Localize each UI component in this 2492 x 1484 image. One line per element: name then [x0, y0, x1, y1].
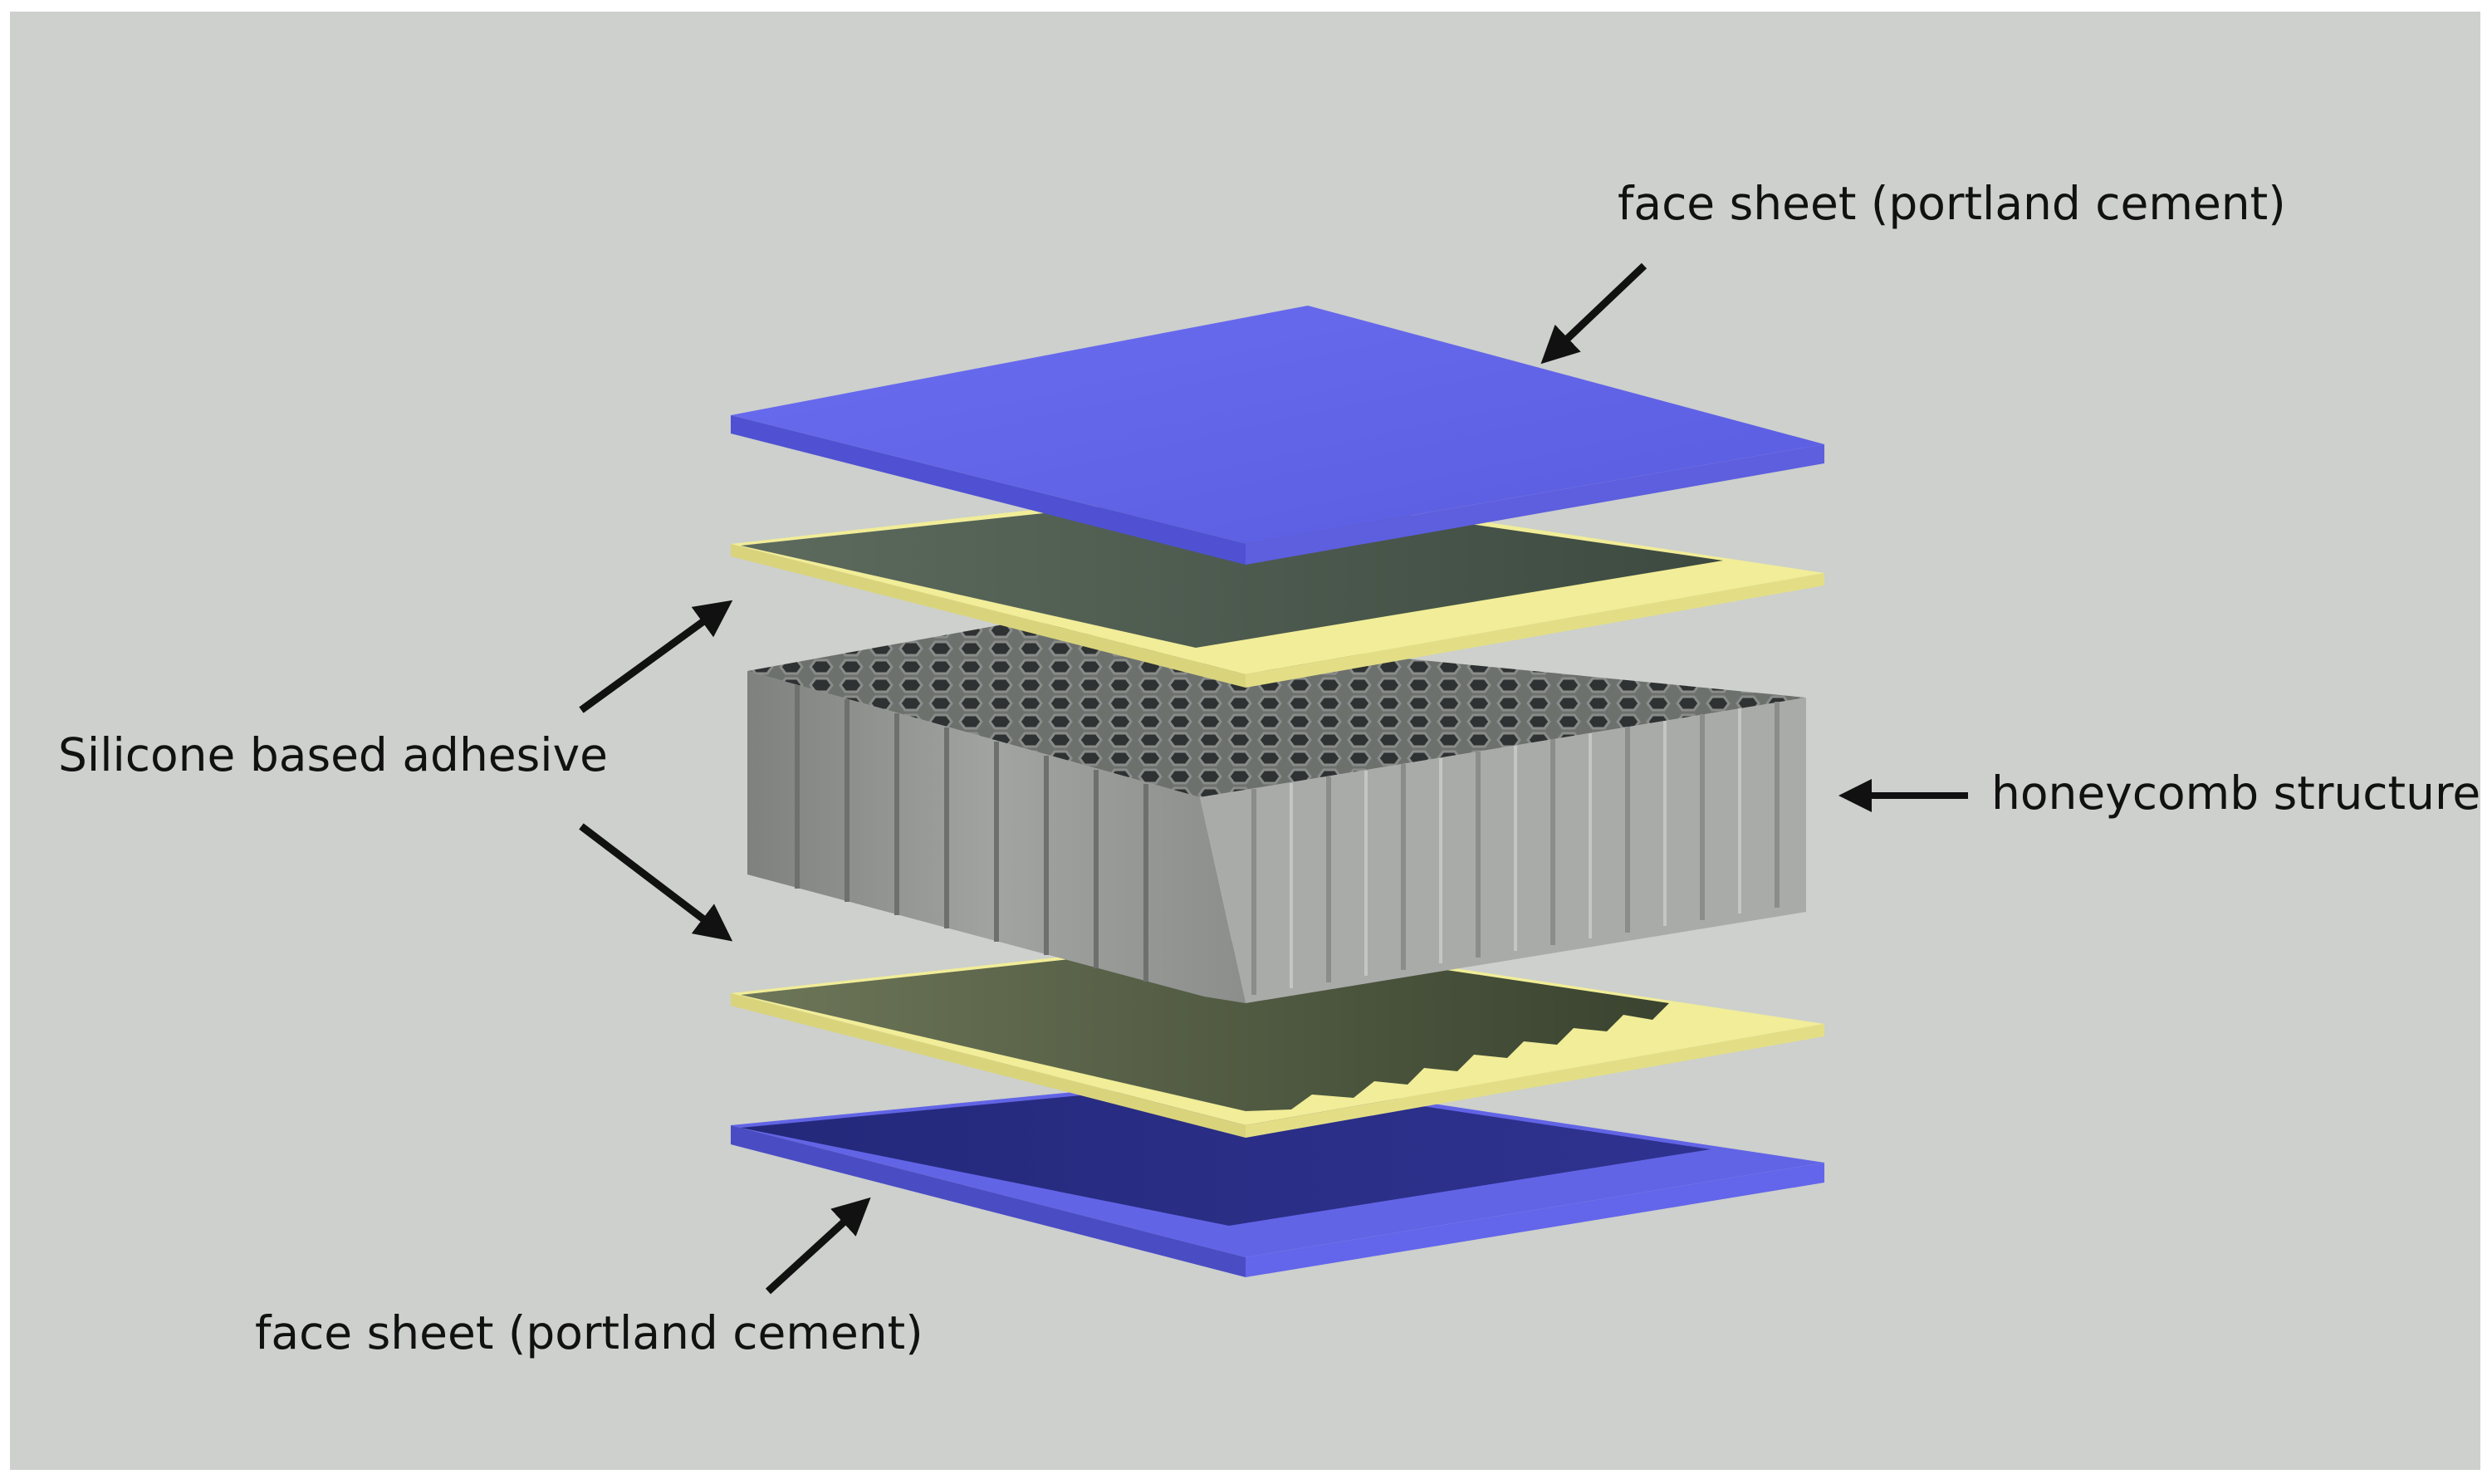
bottom-face-sheet — [731, 1075, 1824, 1277]
top-adhesive-layer — [731, 486, 1824, 688]
honeycomb-core — [747, 621, 1806, 1003]
bottom-adhesive-layer — [731, 937, 1824, 1138]
adhesive-label: Silicone based adhesive — [58, 728, 608, 781]
arrow-to-top-face-sheet — [1540, 262, 1647, 365]
top-face-sheet-label: face sheet (portland cement) — [1618, 177, 2286, 230]
bottom-face-sheet-label: face sheet (portland cement) — [255, 1306, 923, 1359]
top-face-sheet — [731, 306, 1824, 565]
arrow-to-bottom-adhesive — [579, 823, 733, 942]
honeycomb-label: honeycomb structure — [1991, 766, 2481, 820]
arrow-to-bottom-face-sheet — [765, 1197, 871, 1295]
arrow-to-top-adhesive — [579, 600, 733, 713]
